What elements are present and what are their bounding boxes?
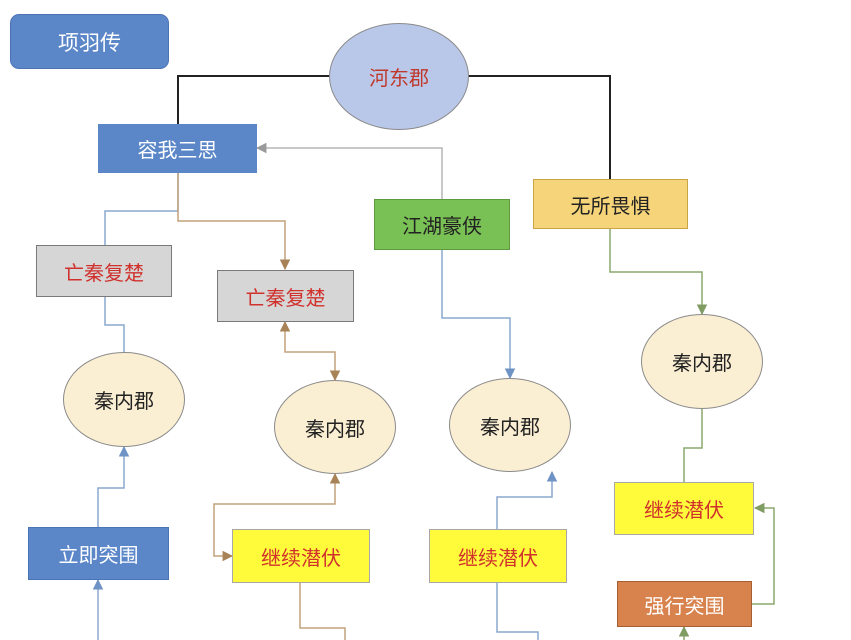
- connector-jixu-2-down: [496, 583, 539, 640]
- connector-wangqin-left-to-qinnei-1: [104, 297, 125, 352]
- connector-jianghu-to-rongwo: [255, 142, 443, 199]
- node-qinnei-1: 秦内郡: [63, 352, 185, 447]
- page-title: 项羽传: [10, 14, 169, 69]
- connector-root-to-wusuo: [468, 75, 611, 179]
- connector-liji-to-qinnei-1: [97, 445, 130, 527]
- node-jixu-3: 继续潜伏: [614, 482, 754, 535]
- node-qinnei-2: 秦内郡: [274, 380, 396, 474]
- connector-jianghu-to-qinnei-3: [441, 250, 516, 380]
- connector-wusuo-to-qinnei-4: [609, 229, 708, 316]
- node-liji: 立即突围: [28, 527, 169, 580]
- connector-root-to-rongwo: [177, 75, 330, 124]
- node-jianghu: 江湖豪侠: [374, 199, 510, 250]
- connector-jixu-1-down: [299, 583, 346, 640]
- node-wusuo: 无所畏惧: [533, 179, 688, 229]
- node-qinnei-3: 秦内郡: [449, 378, 571, 472]
- node-qiangxing: 强行突围: [617, 581, 752, 627]
- node-jixu-1: 继续潜伏: [232, 529, 370, 583]
- node-root: 河东郡: [329, 23, 469, 130]
- connector-rongwo-to-wangqin-left: [104, 173, 179, 245]
- node-jixu-2: 继续潜伏: [429, 529, 567, 583]
- node-wangqin-mid: 亡秦复楚: [217, 270, 354, 322]
- connector-wangqin-mid-to-qinnei-2: [279, 320, 341, 382]
- connector-jixu-2-to-qinnei-3: [496, 470, 558, 529]
- connector-rongwo-to-wangqin-mid: [177, 173, 291, 271]
- connector-jixu-1-to-qinnei-2: [213, 472, 341, 562]
- connector-qiangxing-to-jixu-3: [752, 502, 775, 605]
- connector-qinnei-4-to-jixu-3: [683, 409, 703, 482]
- node-rongwo: 容我三思: [98, 124, 257, 173]
- node-qinnei-4: 秦内郡: [641, 314, 763, 409]
- node-wangqin-left: 亡秦复楚: [36, 245, 172, 297]
